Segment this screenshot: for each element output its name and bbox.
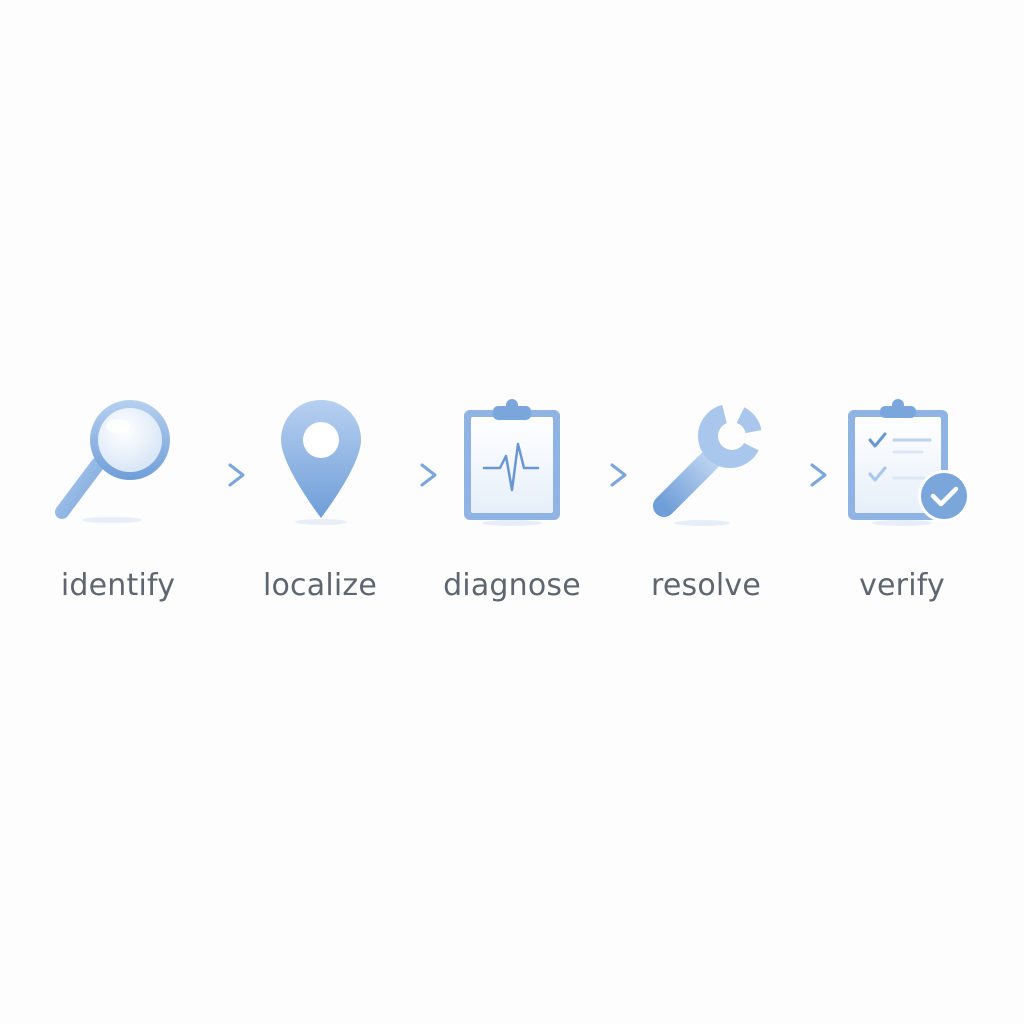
arrow-right-icon	[574, 461, 630, 489]
arrow-right-icon	[774, 461, 830, 489]
location-pin-icon	[281, 400, 361, 525]
step-label-identify: identify	[60, 568, 176, 603]
step-label-resolve: resolve	[650, 568, 762, 603]
step-resolve	[644, 390, 768, 530]
step-label-localize: localize	[262, 568, 378, 603]
step-verify	[844, 390, 974, 530]
arrow-right-icon	[192, 461, 248, 489]
magnifier-icon	[55, 400, 170, 523]
wrench-icon	[653, 404, 762, 526]
step-identify	[50, 390, 180, 530]
clipboard-pulse-icon	[464, 399, 560, 526]
clipboard-checklist-check-icon	[848, 399, 970, 526]
step-label-verify: verify	[859, 568, 945, 603]
arrow-right-icon	[384, 461, 440, 489]
step-diagnose	[458, 390, 566, 530]
step-label-diagnose: diagnose	[443, 568, 581, 603]
step-localize	[270, 390, 370, 530]
